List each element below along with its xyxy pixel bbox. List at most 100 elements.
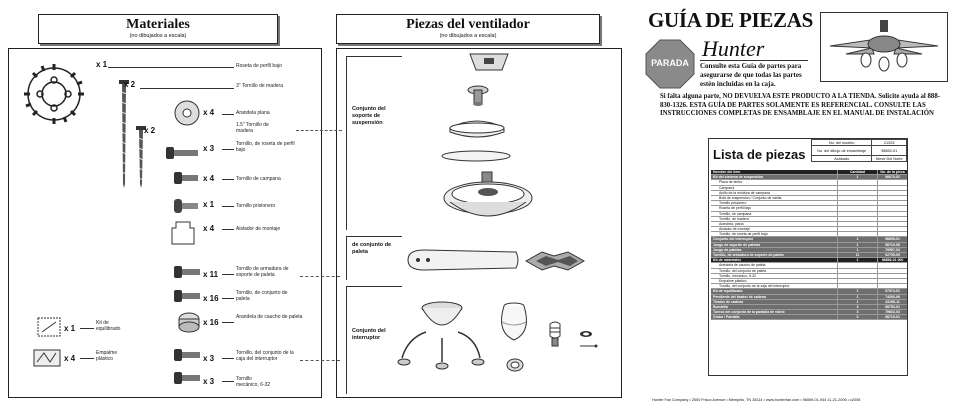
qty-wire-connector: x 4 (64, 354, 76, 363)
row-quantity (837, 216, 877, 221)
row-part-number (877, 284, 907, 289)
section-interruptor: Conjunto del interruptor (352, 328, 386, 341)
row-item-name: Conjunto del interruptor (713, 237, 754, 242)
row-quantity: 3 (837, 304, 877, 310)
row-item-name: Bola de suspensión / Conjunto de varilla (719, 195, 782, 200)
row-quantity (837, 273, 877, 278)
table-row: Empalme plástico (711, 278, 907, 285)
row-item-name: Globo / Pantalla (713, 315, 740, 320)
row-quantity (837, 195, 877, 201)
row-item-name: Kit de equilibrado (713, 289, 743, 294)
qty-isolator: x 4 (203, 224, 215, 233)
row-part-number (877, 232, 907, 237)
row-part-number: 98719-01 (877, 315, 907, 320)
leader-line (140, 88, 234, 89)
table-row: Tornillo prisionero (711, 201, 907, 207)
row-part-number: 98719-06 (877, 242, 907, 247)
leader-line (222, 179, 234, 180)
qty-campana-screw: x 4 (203, 174, 215, 183)
row-quantity (837, 185, 877, 190)
dibujo-value: 98850-01 (871, 145, 907, 156)
row-item-name: Tornillo, de roseta de perfil bajo (719, 232, 768, 237)
blade-screw-icon (174, 290, 200, 302)
qty-blade-screw: x 16 (203, 294, 219, 303)
piezas-header: Piezas del ventilador (no dibujados a es… (336, 14, 600, 44)
row-part-number: 79597-03 (877, 247, 907, 252)
section-divider (346, 56, 402, 57)
table-row: Tuerca del conjunto de la pantalla de vi… (711, 310, 907, 316)
row-part-number: 98753-01 (877, 304, 907, 310)
canopy-trim-ring-icon (441, 150, 511, 162)
leader-line (222, 381, 234, 382)
row-part-number (877, 216, 907, 221)
row-item-name: Anillo de la moldura de campana (719, 190, 770, 195)
long-wood-screw-icon (119, 80, 129, 188)
label-short-screw: 1.5" Tornillo de madera (236, 122, 269, 134)
section-divider (346, 236, 347, 280)
label-machine-screw: Tornillo mecánico, 6-32 (236, 376, 271, 388)
label-washer: Arandela plana (236, 110, 270, 116)
mounting-isolator-icon (171, 221, 195, 245)
table-row: Aislador de montaje (711, 227, 907, 233)
section-suspension: Conjunto del soporte de suspensión (352, 106, 386, 126)
rubber-washer-icon (178, 312, 200, 333)
dashed-connector (296, 130, 342, 131)
fan-illustration-box (820, 12, 948, 82)
row-part-number (877, 268, 907, 273)
row-quantity (837, 284, 877, 289)
table-row: Tornillo, de campana (711, 211, 907, 217)
row-item-name: Tornillo, del conjunto de la caja del in… (719, 284, 790, 289)
lista-title: Lista de piezas (713, 147, 806, 162)
acabado-label: Acabado (810, 155, 873, 162)
row-item-name: Tornillo, de campana (719, 211, 752, 216)
col-item: Nombre del item (713, 170, 741, 174)
table-row: Tornillo, de armadura de soporte de pale… (711, 253, 907, 259)
light-bulb-icon (549, 321, 561, 347)
row-item-name: Placa de techo (719, 180, 743, 185)
model-info-table: No. del modelo 21325 No. del dibujo de e… (810, 139, 907, 162)
row-quantity: 1 (837, 299, 877, 304)
row-quantity (837, 206, 877, 211)
row-item-name: Kit de materiales (713, 258, 742, 263)
row-part-number: 74293-06 (877, 294, 907, 299)
row-item-name: Arandela de caucho de paleta (719, 263, 766, 268)
leader-line (222, 322, 234, 323)
row-quantity (837, 190, 877, 195)
label-bracket-screw: Tornillo de armadura de soporte de palet… (236, 266, 289, 278)
row-item-name: Roseta de perfil bajo (719, 206, 752, 211)
row-item-name: Pendiente del tirador de cadena (713, 294, 766, 299)
leader-line (222, 114, 234, 115)
row-part-number (877, 185, 907, 190)
leader-line (222, 206, 234, 207)
row-part-number (877, 278, 907, 284)
row-item-name: Tornillo, de madera (719, 216, 749, 221)
table-row: Bola de suspensión / Conjunto de varilla (711, 195, 907, 202)
row-quantity: 1 (837, 237, 877, 242)
row-part-number (877, 206, 907, 211)
hunter-logo: Hunter (702, 36, 765, 61)
leader-line (80, 328, 94, 329)
leader-line (222, 149, 234, 150)
row-part-number (877, 195, 907, 201)
dashed-connector (300, 276, 340, 277)
row-item-name: Tornillo, del conjunto de paleta (719, 268, 767, 273)
machine-screw-icon (174, 372, 200, 384)
parts-list: Lista de piezas No. del modelo 21325 No.… (708, 138, 908, 376)
row-item-name: Juego de paletas (713, 247, 742, 252)
section-paleta: de conjunto de paleta (352, 242, 392, 255)
footer: Hunter Fan Company • 2500 Frisco Avenue … (652, 398, 861, 402)
label-rubber-washer: Arandela de caucho de paleta (236, 314, 303, 320)
section-divider (346, 286, 402, 287)
intro-bold: Consulte esta Guía de partes para asegur… (700, 62, 802, 88)
pull-chain-icon (580, 331, 598, 348)
label-isolator: Aislador de montaje (236, 226, 281, 232)
qty-balance-kit: x 1 (64, 324, 76, 333)
qty-washer: x 4 (203, 108, 215, 117)
parts-header-row: Nombre del item Cantidad No. de la pieza (711, 170, 907, 176)
